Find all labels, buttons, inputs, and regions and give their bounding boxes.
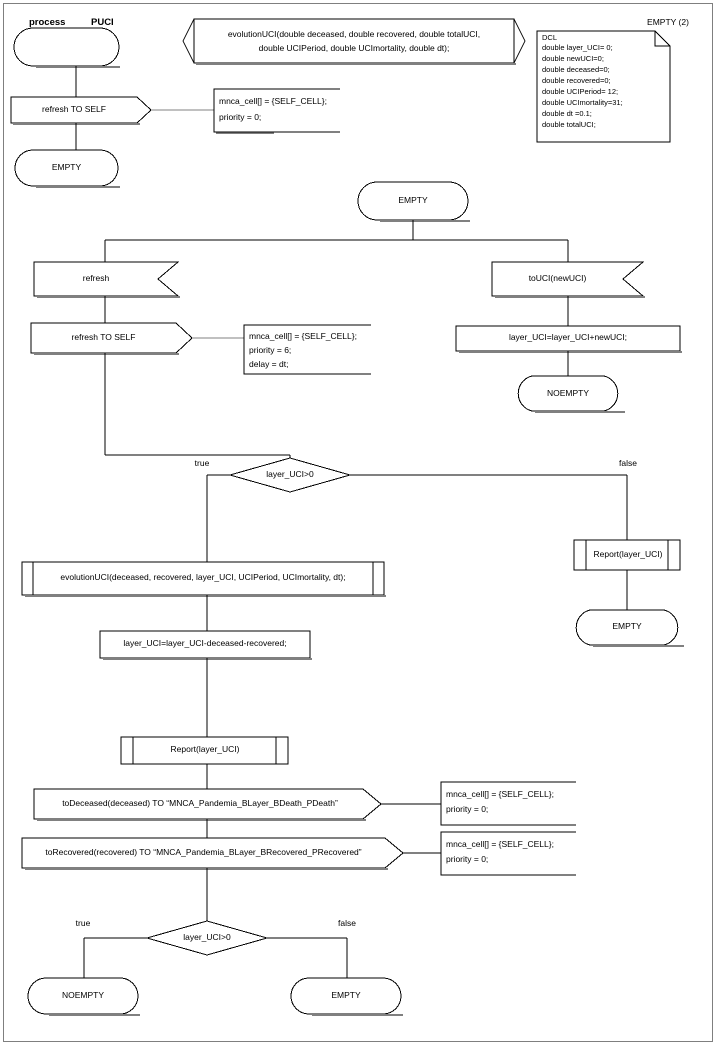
comment-deceased-shape [440,781,500,826]
comment-top-shape [213,88,272,133]
comment-refresh-shape [243,324,300,375]
state-empty-bottom-shape [290,977,402,1015]
comment-recovered-shape [440,831,500,876]
output-refresh-self-top-shape [10,96,152,124]
task-layer-add-shape [455,325,681,352]
decision-bottom-shape [145,920,269,956]
dcl-note-fold [654,31,670,47]
input-touci-shape [491,261,645,297]
start-state-shape [13,27,120,67]
input-refresh-shape [33,261,180,297]
dcl-note-shape [536,30,671,143]
procedure-declaration-shape [182,18,526,64]
output-refresh-self-main-shape [30,322,193,354]
output-todeceased-shape [33,788,382,820]
state-noempty-bottom-shape [27,977,139,1015]
state-noempty-right-shape [517,375,619,412]
state-empty-top-shape [14,149,119,187]
decision-top-shape [228,457,352,493]
state-empty-main-shape [357,181,469,221]
call-evolutionuci-shape [21,561,385,596]
output-torecovered-shape [21,837,404,869]
call-report-right-shape [573,539,681,571]
task-layer-sub-shape [99,630,311,659]
page-frame [3,3,713,1042]
call-report-main-shape [120,736,289,765]
state-empty-right-shape [575,609,679,646]
